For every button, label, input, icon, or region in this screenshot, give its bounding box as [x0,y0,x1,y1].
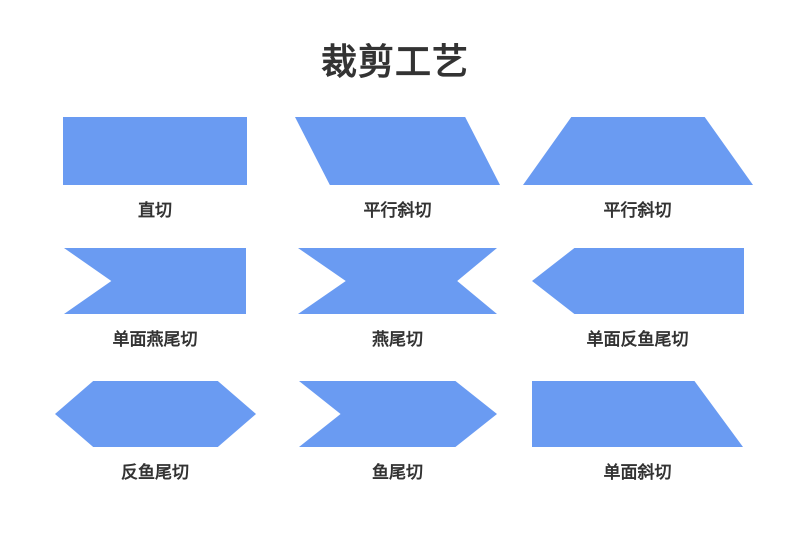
trapezoid-polygon [522,117,753,185]
figure-straight-cut: 直切 [30,117,280,221]
figure-label: 直切 [138,201,172,220]
chevron-right-polygon [298,381,497,447]
left-point-pentagon-shape-icon [531,248,744,314]
right-slant-trapezoid-shape-icon [532,381,743,447]
parallelogram-polygon [295,117,500,185]
straight-cut-shape-icon [63,117,247,185]
figure-label: 燕尾切 [372,330,423,349]
page-title: 裁剪工艺 [320,41,469,82]
double-notch-banner-polygon [298,248,497,314]
figure-reverse-fishtail-cut: 反鱼尾切 [30,381,280,483]
diagram-row-1: 直切 平行斜切 平行斜切 [30,117,760,221]
left-point-pentagon-polygon [531,248,744,314]
left-notch-banner-polygon [64,248,246,314]
left-notch-banner-shape-icon [64,248,246,314]
figure-label: 平行斜切 [603,201,672,220]
figure-single-bevel-cut: 单面斜切 [515,381,760,483]
trapezoid-shape-icon [522,117,753,185]
chevron-right-shape-icon [298,381,497,447]
hexagon-polygon [54,381,256,447]
right-slant-trapezoid-polygon [532,381,743,447]
straight-cut-polygon [63,117,247,185]
parallelogram-shape-icon [295,117,500,185]
figure-single-reverse-fishtail-cut: 单面反鱼尾切 [515,248,760,350]
figure-label: 平行斜切 [363,201,432,220]
figure-label: 单面斜切 [603,463,672,482]
figure-single-dovetail-cut: 单面燕尾切 [30,248,280,350]
double-notch-banner-shape-icon [298,248,497,314]
figure-parallel-bevel-cut: 平行斜切 [280,117,515,221]
figure-label: 鱼尾切 [372,463,423,482]
figure-parallel-bevel-cut-trapezoid: 平行斜切 [515,117,760,221]
figure-dovetail-cut: 燕尾切 [280,248,515,350]
figure-label: 单面燕尾切 [112,330,198,349]
figure-label: 单面反鱼尾切 [586,330,689,349]
figure-fishtail-cut: 鱼尾切 [280,381,515,483]
hexagon-shape-icon [54,381,256,447]
diagram-row-2: 单面燕尾切 燕尾切 单面反鱼尾切 [30,248,760,350]
diagram-row-3: 反鱼尾切 鱼尾切 单面斜切 [30,381,760,483]
figure-label: 反鱼尾切 [121,463,189,482]
